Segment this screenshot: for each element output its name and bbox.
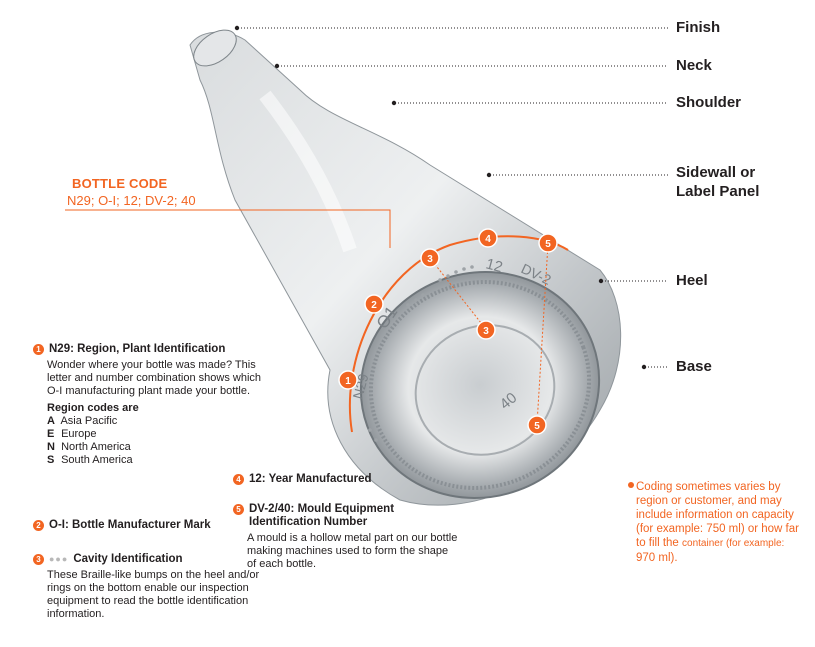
- part-label-sidewall-line2: Label Panel: [676, 183, 760, 200]
- note-text-1: Coding sometimes varies by region or cus…: [636, 481, 799, 549]
- legend-number-3: 3: [33, 554, 44, 565]
- region-code-e: E Europe: [47, 428, 97, 440]
- legend-desc-1: Wonder where your bottle was made? This …: [47, 359, 262, 397]
- svg-text:5: 5: [545, 239, 551, 250]
- cavity-dots-icon: ●●●: [49, 554, 69, 564]
- note-text-2: container (for example:: [682, 538, 785, 549]
- region-codes-title: Region codes are: [47, 402, 139, 414]
- svg-text:4: 4: [485, 234, 491, 245]
- marker-3-base: 3: [476, 320, 496, 340]
- note-bullet-icon: [628, 482, 634, 488]
- legend-number-5: 5: [233, 504, 244, 515]
- marker-5-heel: 5: [538, 233, 558, 253]
- emboss-12: 12: [484, 255, 505, 276]
- cavity-dots: [368, 265, 474, 442]
- part-label-base: Base: [676, 358, 712, 375]
- legend-item-1: 1 N29: Region, Plant Identification Wond…: [33, 343, 268, 467]
- svg-text:3: 3: [427, 254, 433, 265]
- legend-item-5: 5 DV-2/40: Mould Equipment Identificatio…: [233, 503, 458, 571]
- marker-2: 2: [364, 294, 384, 314]
- region-code-n: N North America: [47, 441, 131, 453]
- part-leader-dots: [234, 25, 647, 370]
- part-label-finish: Finish: [676, 19, 721, 36]
- legend-item-2: 2 O-I: Bottle Manufacturer Mark: [33, 519, 273, 535]
- legend-desc-3: These Braille-like bumps on the heel and…: [47, 569, 260, 620]
- svg-text:5: 5: [534, 421, 540, 432]
- bottle-code-leader: [65, 209, 391, 248]
- part-leaders: [238, 27, 668, 368]
- note-text-3: 970 ml).: [636, 552, 678, 564]
- svg-text:1: 1: [345, 376, 351, 387]
- coding-note: Coding sometimes varies by region or cus…: [628, 480, 811, 565]
- glass-highlight: [259, 90, 357, 253]
- legend-desc-5: A mould is a hollow metal part on our bo…: [247, 532, 458, 570]
- marker-3-heel: 3: [420, 248, 440, 268]
- region-code-s: S South America: [47, 454, 133, 466]
- base-inner-ring: [414, 324, 556, 456]
- legend-title-1: N29: Region, Plant Identification: [49, 343, 226, 355]
- region-code-a: A Asia Pacific: [47, 415, 118, 427]
- marker-4: 4: [478, 228, 498, 248]
- legend-title-5-line2: Identification Number: [249, 516, 368, 528]
- legend-title-4: 12: Year Manufactured: [249, 473, 372, 485]
- part-label-sidewall: Sidewall or Label Panel: [676, 163, 759, 201]
- bottle-code-arc: [348, 235, 569, 433]
- legend-item-4: 4 12: Year Manufactured: [233, 473, 453, 489]
- bottle-code-title: BOTTLE CODE: [72, 176, 168, 191]
- legend-number-2: 2: [33, 520, 44, 531]
- svg-text:3: 3: [483, 326, 489, 337]
- legend-title-5-line1: DV-2/40: Mould Equipment: [249, 503, 395, 515]
- base-knurling: [368, 280, 592, 490]
- bottle-finish: [193, 29, 237, 67]
- marker-1: 1: [338, 370, 358, 390]
- bottle-code-value: N29; O-I; 12; DV-2; 40: [67, 193, 196, 208]
- svg-text:2: 2: [371, 300, 377, 311]
- legend-title-3: Cavity Identification: [73, 553, 183, 565]
- legend-title-2: O-I: Bottle Manufacturer Mark: [49, 519, 211, 531]
- legend-number-4: 4: [233, 474, 244, 485]
- legend-number-1: 1: [33, 344, 44, 355]
- part-label-sidewall-line1: Sidewall or: [676, 164, 756, 181]
- legend-item-3: 3 ●●● Cavity Identification These Braill…: [33, 553, 273, 621]
- part-label-shoulder: Shoulder: [676, 94, 742, 111]
- cavity-leader: [429, 257, 486, 329]
- marker-5-base: 5: [527, 415, 547, 435]
- part-label-heel: Heel: [676, 272, 708, 289]
- part-label-neck: Neck: [676, 57, 712, 74]
